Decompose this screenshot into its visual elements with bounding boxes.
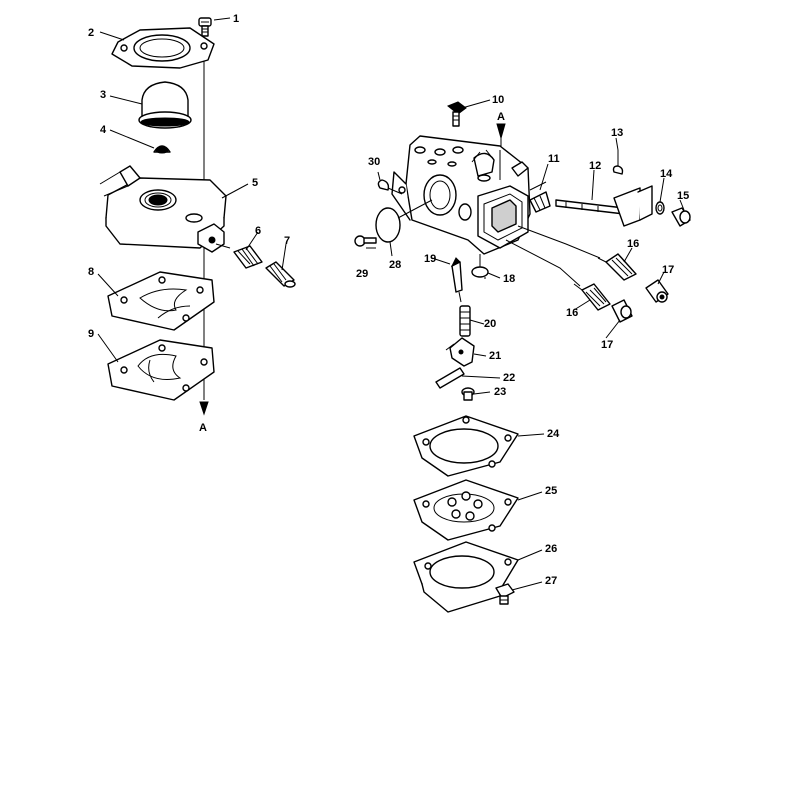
- callout-4: 4: [100, 124, 107, 136]
- callout-17-lower: 17: [601, 339, 613, 351]
- callout-3: 3: [100, 89, 106, 101]
- callout-27: 27: [545, 575, 557, 587]
- reference-label-bottom: A: [199, 422, 207, 434]
- callout-15: 15: [677, 190, 689, 202]
- callout-12: 12: [589, 160, 601, 172]
- part-30-clip: [377, 179, 403, 195]
- part-2-gasket: [111, 27, 215, 69]
- callout-1: 1: [233, 13, 239, 25]
- reference-marker-bottom: A: [199, 401, 209, 434]
- callout-14: 14: [660, 168, 673, 180]
- part-17-cap-lower: [611, 299, 633, 323]
- part-20-spring: [459, 305, 471, 337]
- callout-20: 20: [484, 318, 496, 330]
- part-11-spring: [529, 181, 551, 213]
- part-18-disc: [471, 254, 489, 278]
- callout-13: 13: [611, 127, 623, 139]
- carburetor-body: [391, 135, 531, 255]
- part-22-pin: [435, 367, 465, 389]
- callout-5: 5: [252, 177, 258, 189]
- part-8-diaphragm: [107, 271, 215, 331]
- callout-28: 28: [389, 259, 401, 271]
- callout-2: 2: [88, 27, 94, 39]
- reference-marker-top: A: [496, 111, 506, 150]
- part-19-needle-valve: [450, 257, 463, 303]
- callout-17-upper: 17: [662, 264, 674, 276]
- part-7-screw: [265, 261, 296, 288]
- callout-7: 7: [284, 235, 290, 247]
- part-13-clip: [612, 150, 624, 175]
- callout-23: 23: [494, 386, 506, 398]
- callout-16-lower: 16: [566, 307, 578, 319]
- part-23-screw: [461, 387, 475, 401]
- part-16-needle-upper: [597, 253, 637, 281]
- callout-9: 9: [88, 328, 94, 340]
- callout-10: 10: [492, 94, 504, 106]
- callout-18: 18: [503, 273, 515, 285]
- callout-30: 30: [368, 156, 380, 168]
- part-28-plate: [375, 199, 433, 243]
- callout-29: 29: [356, 268, 368, 280]
- part-4-valve: [153, 145, 171, 154]
- part-17-cap-upper: [645, 279, 669, 303]
- projection-line-upper: [517, 225, 601, 259]
- part-26-cover: [413, 541, 519, 613]
- part-6-spring: [215, 243, 263, 269]
- part-14-washer: [655, 201, 665, 215]
- part-9-diaphragm: [107, 339, 215, 401]
- projection-line-lower: [505, 239, 581, 287]
- part-27-screw: [495, 583, 515, 605]
- callout-25: 25: [545, 485, 557, 497]
- part-15-nut: [671, 207, 691, 227]
- part-3-primer-bulb: [138, 81, 192, 129]
- callout-6: 6: [255, 225, 261, 237]
- callout-16-upper: 16: [627, 238, 639, 250]
- callout-19: 19: [424, 253, 436, 265]
- callout-11: 11: [548, 153, 560, 165]
- part-29-screw: [354, 235, 377, 247]
- callout-21: 21: [489, 350, 501, 362]
- part-25-diaphragm: [413, 479, 519, 541]
- part-12-shaft: [555, 185, 653, 227]
- callout-26: 26: [545, 543, 557, 555]
- part-10-screw: [447, 101, 467, 127]
- callout-22: 22: [503, 372, 515, 384]
- reference-label-top: A: [497, 111, 505, 123]
- part-21-lever: [445, 337, 475, 367]
- part-5-pump-cover: [99, 165, 227, 253]
- callout-8: 8: [88, 266, 94, 278]
- part-16-needle-lower: [573, 283, 611, 311]
- part-24-gasket: [413, 415, 519, 477]
- callout-24: 24: [547, 428, 560, 440]
- part-1-screw: [198, 17, 212, 37]
